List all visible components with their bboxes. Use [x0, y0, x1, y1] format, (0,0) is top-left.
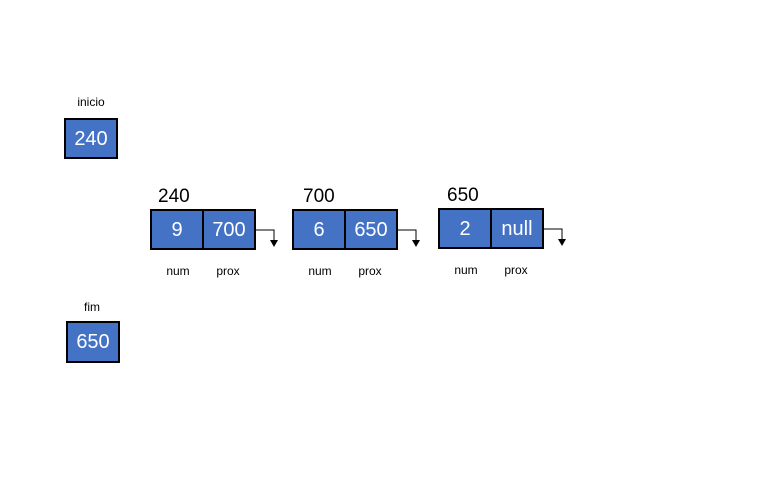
node-address: 700 — [303, 186, 335, 207]
node-prox-cell: 650 — [344, 209, 398, 250]
inicio-pointer-box: 240 — [64, 118, 118, 159]
fim-label: fim — [84, 300, 100, 314]
num-label: num — [454, 263, 478, 277]
prox-arrow-icon — [398, 229, 420, 247]
node-num-cell: 2 — [438, 208, 492, 249]
prox-arrow-icon — [256, 229, 278, 247]
num-label: num — [308, 264, 332, 278]
prox-label: prox — [504, 263, 528, 277]
node-prox-cell: null — [490, 208, 544, 249]
fim-pointer-box: 650 — [66, 321, 120, 363]
prox-label: prox — [358, 264, 382, 278]
inicio-label: inicio — [77, 95, 105, 109]
node-address: 240 — [158, 186, 190, 207]
node-num-cell: 6 — [292, 209, 346, 250]
node-prox-cell: 700 — [202, 209, 256, 250]
prox-label: prox — [216, 264, 240, 278]
node-address: 650 — [447, 185, 479, 206]
node-num-cell: 9 — [150, 209, 204, 250]
num-label: num — [166, 264, 190, 278]
prox-arrow-icon — [544, 228, 566, 246]
